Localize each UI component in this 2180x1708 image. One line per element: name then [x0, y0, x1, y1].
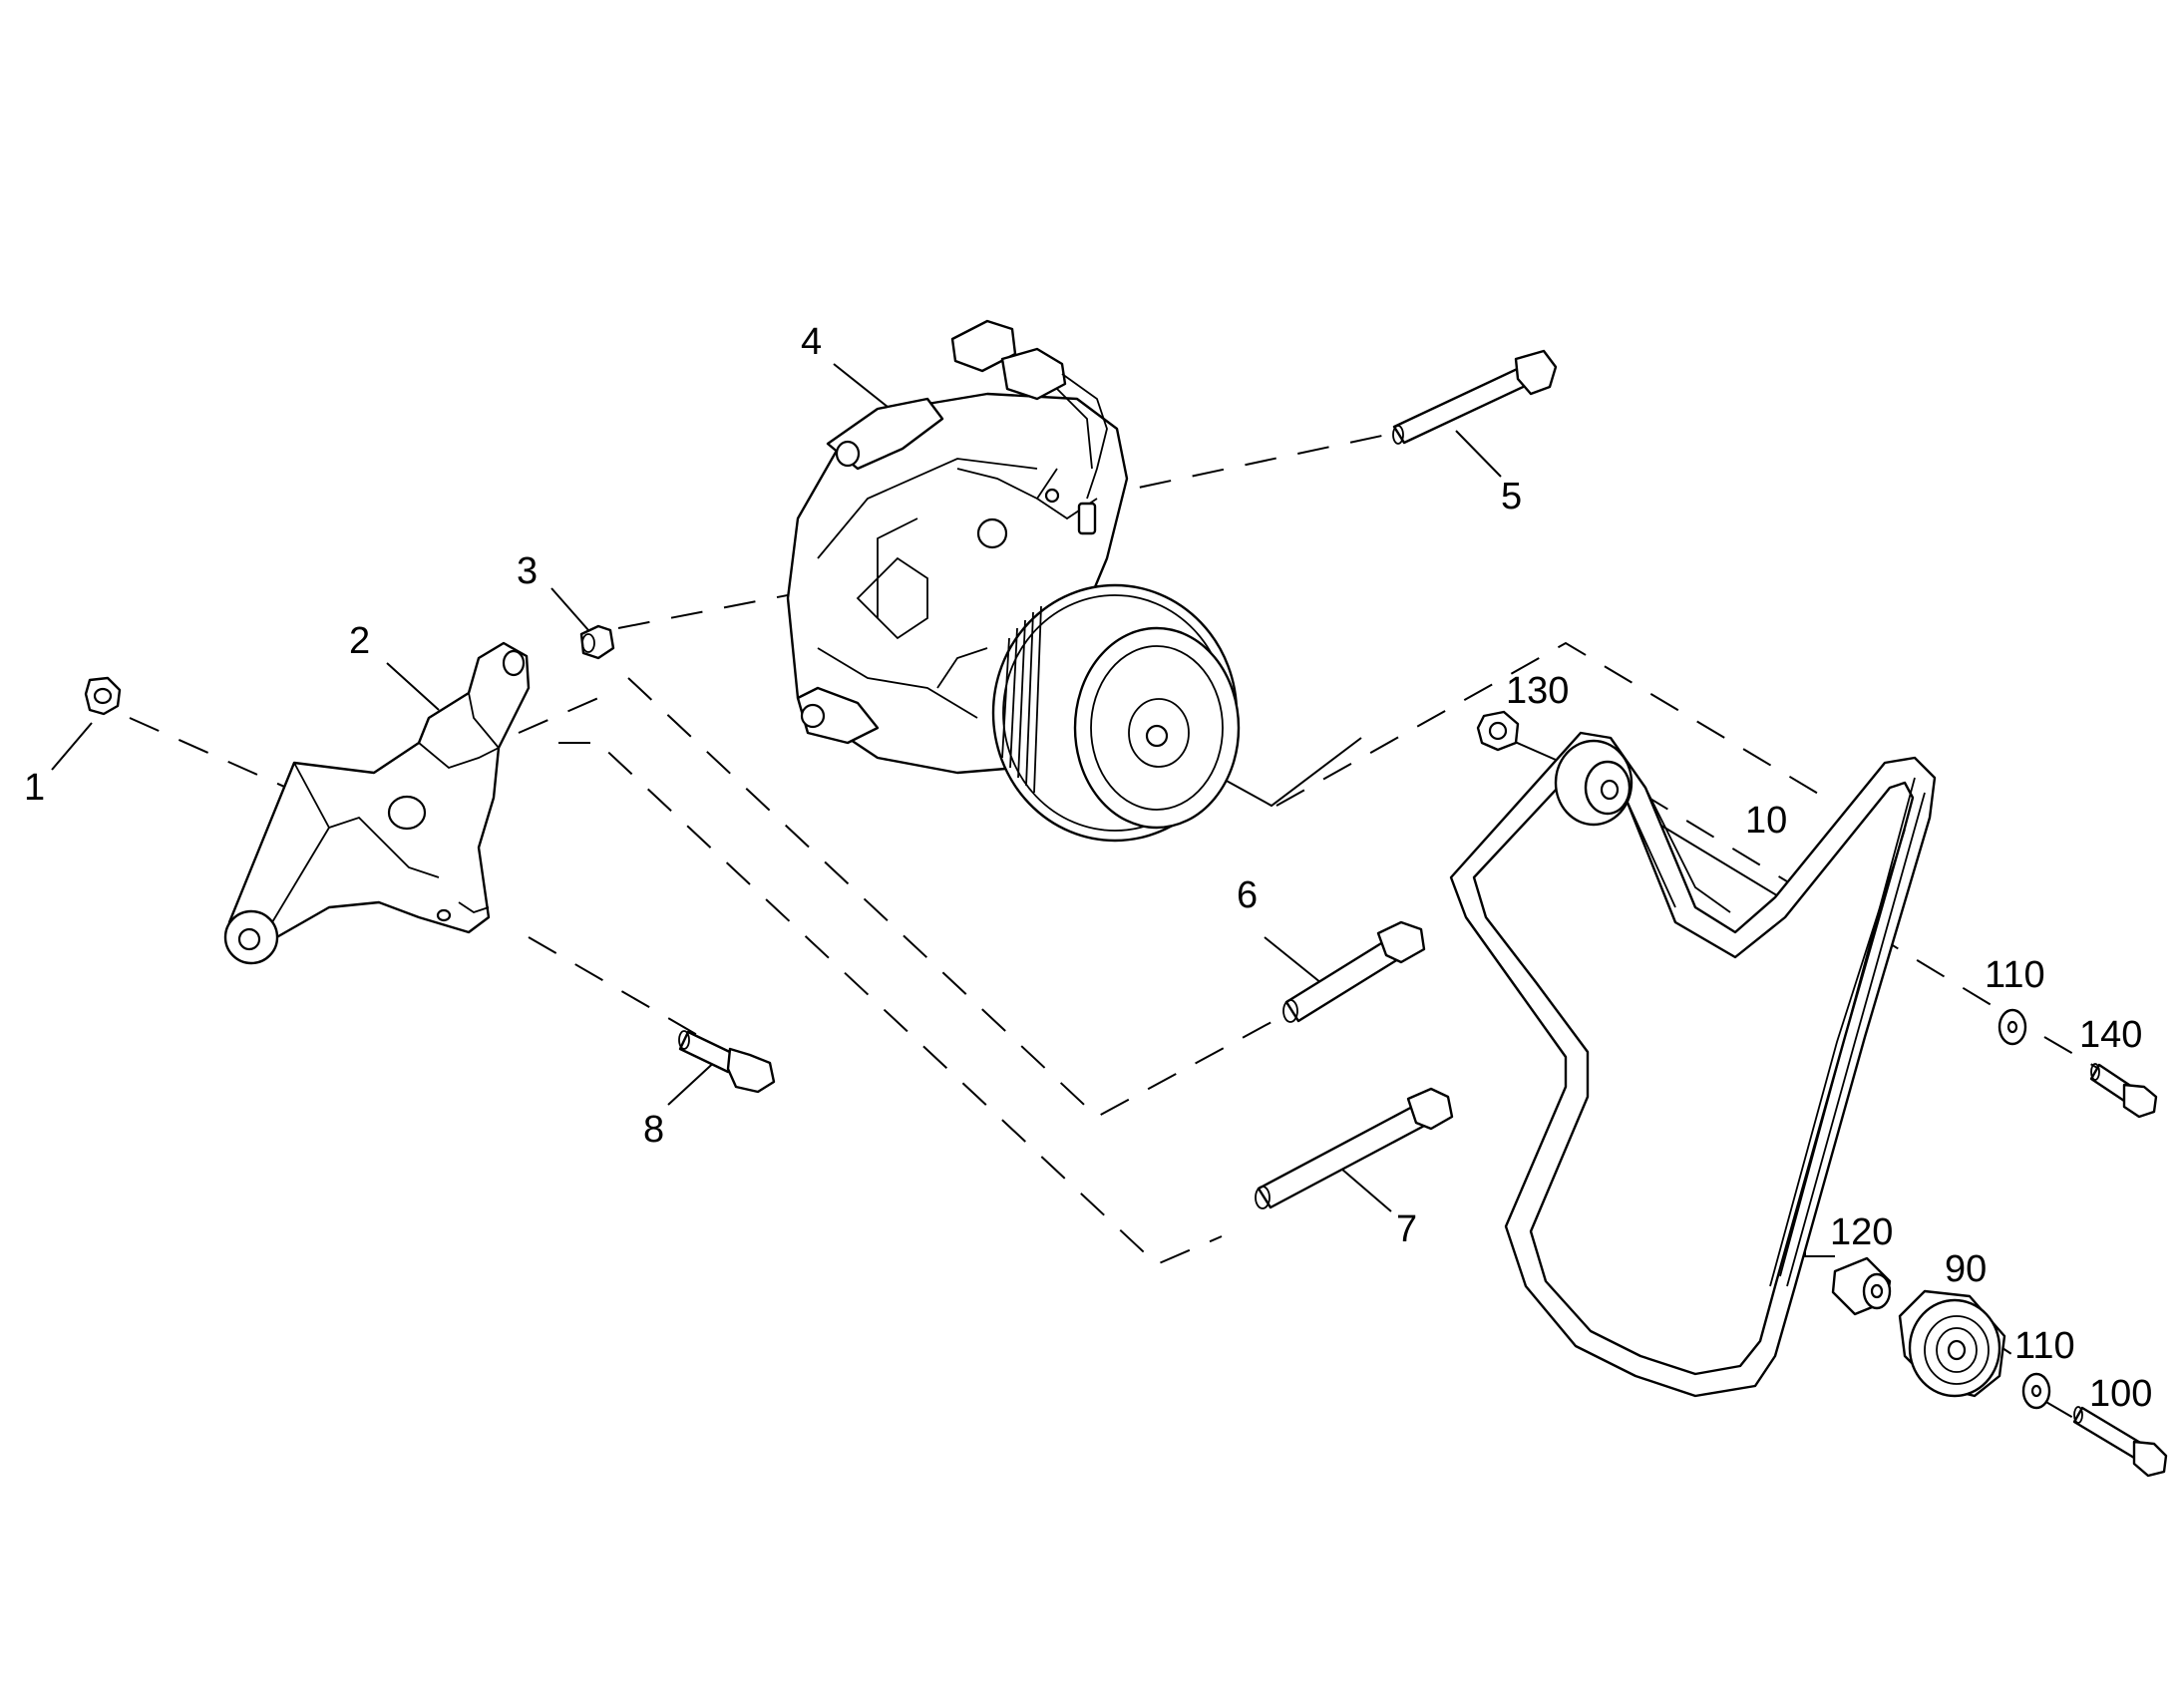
- dash-line-bracket-to-bolt8: [528, 936, 719, 1048]
- dash-line-bolt6-path: [627, 677, 1272, 1119]
- callout-130: 130: [1506, 670, 1569, 712]
- leader-3: [550, 587, 589, 631]
- dash-line-nut-to-bracket: [129, 717, 310, 799]
- hex-nut-icon: [1476, 710, 1520, 752]
- leader-4: [833, 363, 889, 408]
- washer-icon: [2021, 1372, 2051, 1410]
- leader-1: [51, 722, 93, 771]
- callout-120: 120: [1830, 1211, 1893, 1253]
- ac-compressor-icon: [786, 319, 1241, 843]
- spacer-icon: [1831, 1256, 1892, 1316]
- callout-3: 3: [517, 550, 538, 592]
- long-socket-head-bolt-icon: [1255, 1087, 1454, 1209]
- long-flange-bolt-icon: [1392, 349, 1558, 445]
- socket-head-bolt-icon: [1282, 920, 1426, 1023]
- dash-line-idler-to-washer110: [1639, 792, 1996, 1008]
- callout-labels: 1 2 3 4 5 6 7 8 10 90 100 110 110 120 13…: [24, 321, 2152, 1415]
- flange-bolt-icon: [2072, 1406, 2168, 1478]
- dash-line-bracket-upper: [518, 697, 599, 734]
- callout-7: 7: [1396, 1208, 1417, 1250]
- leader-6: [1264, 936, 1327, 988]
- callout-90: 90: [1945, 1248, 1987, 1290]
- dash-line-washer110-to-bolt140: [2043, 1036, 2105, 1073]
- hex-nut-icon: [84, 676, 122, 716]
- dash-line-bolt7-path: [558, 742, 1223, 1266]
- leader-2: [386, 662, 440, 711]
- washer-icon: [1998, 1008, 2027, 1046]
- callout-10: 10: [1745, 800, 1787, 842]
- callout-110-upper: 110: [1985, 954, 2045, 996]
- callout-6: 6: [1237, 874, 1258, 916]
- drive-belt-icon: [1449, 731, 1937, 1398]
- idler-pulley-icon: [1898, 1289, 2006, 1398]
- callout-4: 4: [801, 321, 822, 363]
- callout-140: 140: [2079, 1014, 2142, 1056]
- dash-line-sleeve-to-compressor: [617, 592, 799, 629]
- leader-7: [1340, 1168, 1392, 1212]
- mounting-bracket-icon: [223, 641, 531, 965]
- flange-bolt-icon: [2089, 1063, 2158, 1119]
- callout-110-lower: 110: [2014, 1325, 2075, 1367]
- leader-lines: [51, 363, 1835, 1257]
- callout-8: 8: [643, 1109, 664, 1151]
- callout-2: 2: [349, 620, 370, 662]
- dash-line-compressor-to-bolt5: [1086, 433, 1392, 500]
- callout-1: 1: [24, 767, 45, 809]
- dowel-sleeve-icon: [579, 624, 615, 660]
- leader-5: [1455, 430, 1502, 478]
- flange-bolt-icon: [678, 1030, 776, 1094]
- dash-line-belt-to-nut130: [1275, 641, 1826, 807]
- callout-100: 100: [2089, 1373, 2152, 1415]
- callout-5: 5: [1501, 476, 1522, 517]
